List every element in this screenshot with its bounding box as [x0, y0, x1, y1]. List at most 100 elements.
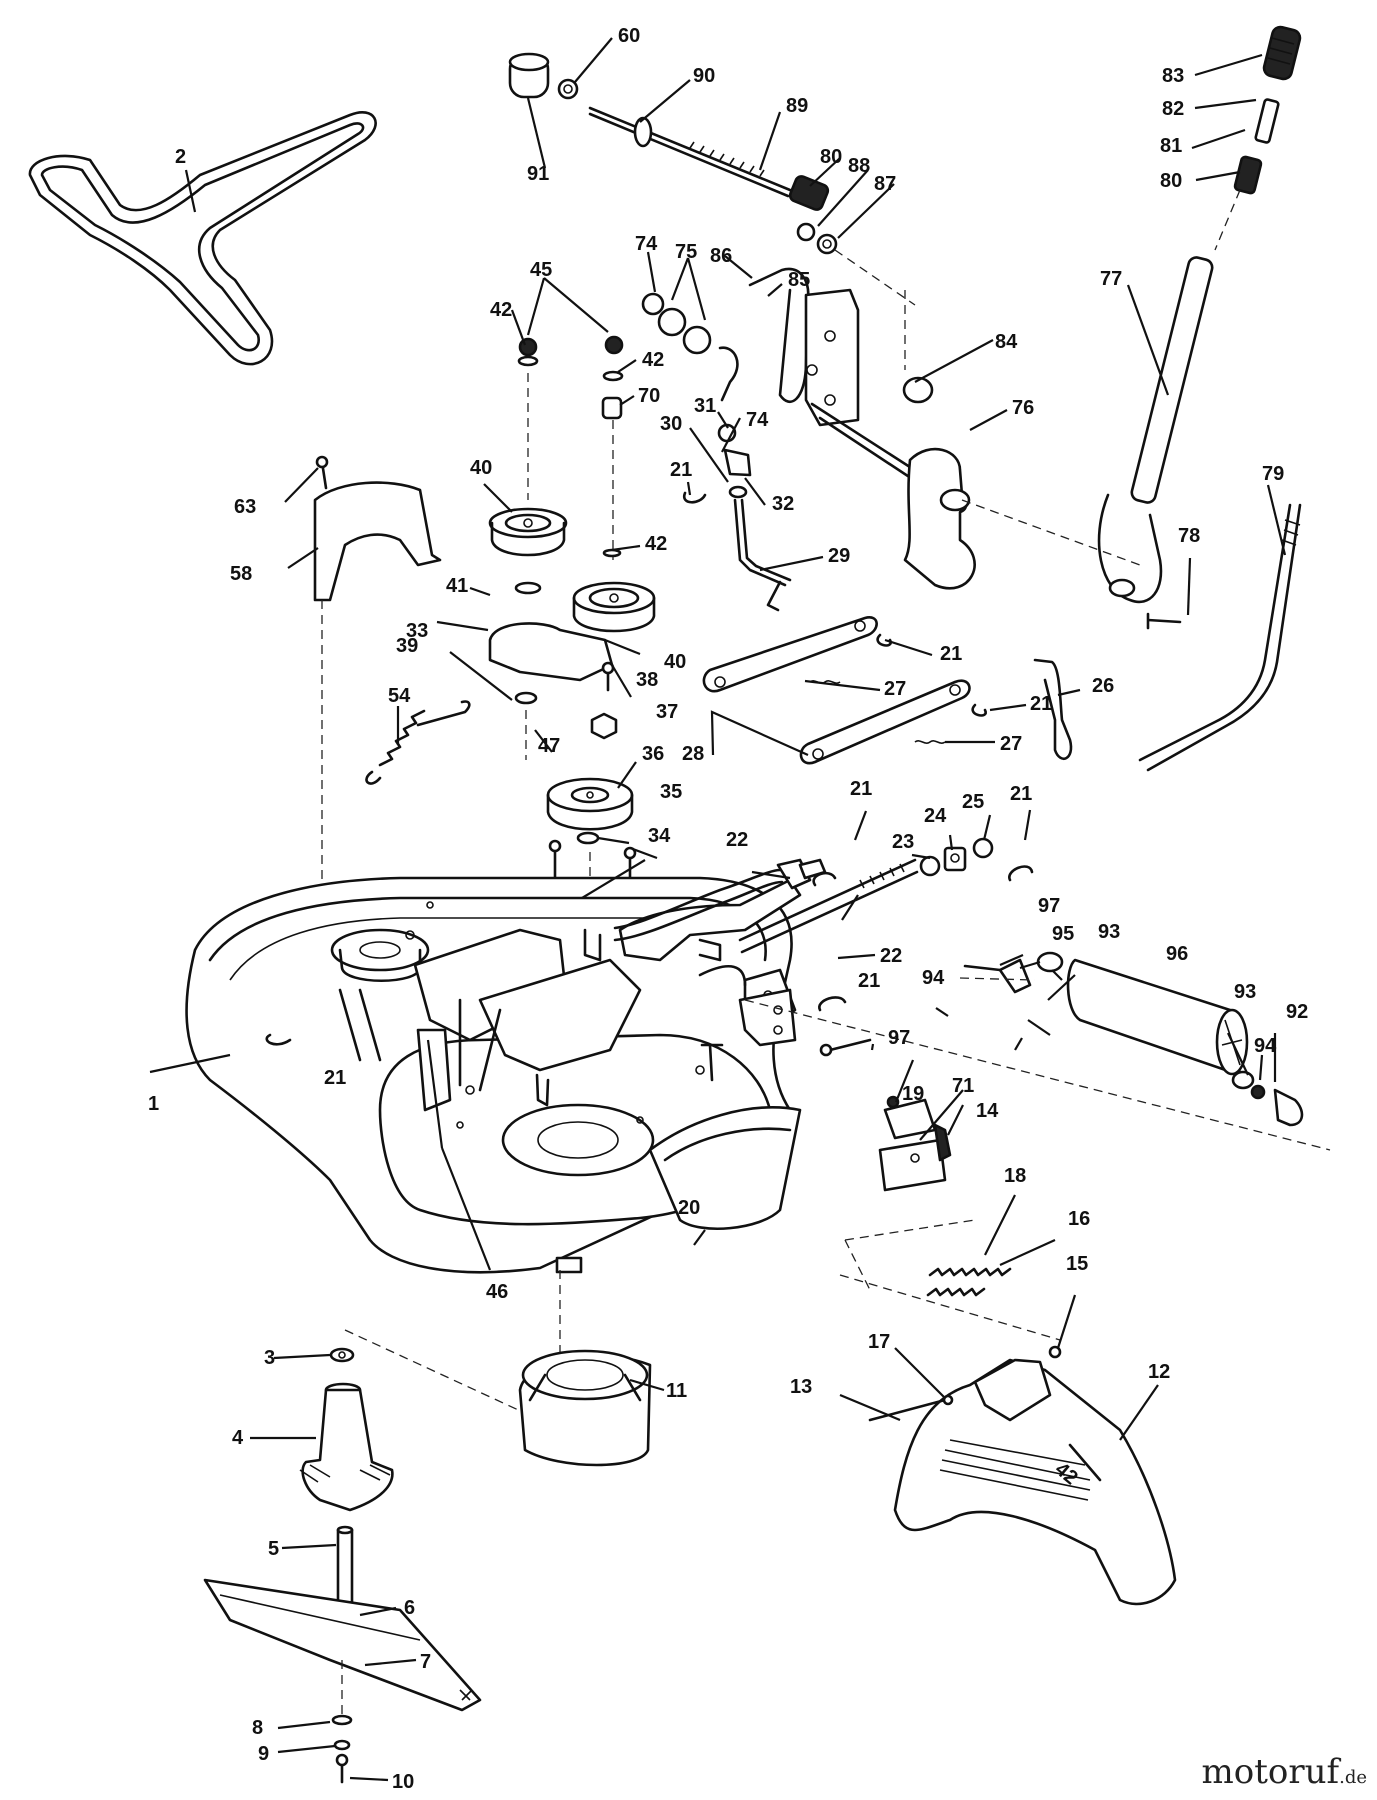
- label-24: 24: [924, 805, 947, 827]
- label-22b: 22: [880, 945, 902, 967]
- label-70: 70: [638, 385, 660, 407]
- label-22a: 22: [726, 829, 748, 851]
- label-21c: 21: [1030, 693, 1052, 715]
- label-92: 92: [1286, 1001, 1308, 1023]
- label-86: 86: [710, 245, 732, 267]
- label-30: 30: [660, 413, 682, 435]
- label-10: 10: [392, 1771, 414, 1793]
- label-26: 26: [1092, 675, 1114, 697]
- front-hitch-rods: [613, 837, 1331, 1151]
- label-32: 32: [772, 493, 794, 515]
- label-60: 60: [618, 25, 640, 47]
- push-rod: [1138, 503, 1302, 772]
- label-97a: 97: [1038, 895, 1060, 917]
- label-90: 90: [693, 65, 715, 87]
- label-21d: 21: [850, 778, 872, 800]
- label-41: 41: [446, 575, 468, 597]
- label-21g: 21: [324, 1067, 346, 1089]
- label-37: 37: [656, 701, 678, 723]
- label-78: 78: [1178, 525, 1200, 547]
- idler-pulley-assembly: [488, 335, 656, 760]
- label-40b: 40: [664, 651, 686, 673]
- label-97b: 97: [888, 1027, 910, 1049]
- label-74a: 74: [635, 233, 658, 255]
- label-12: 12: [1148, 1361, 1170, 1383]
- extension-spring: [365, 700, 471, 785]
- label-13: 13: [790, 1376, 812, 1398]
- label-94b: 94: [1254, 1035, 1277, 1057]
- label-46: 46: [486, 1281, 508, 1303]
- label-19: 19: [902, 1083, 924, 1105]
- label-76: 76: [1012, 397, 1034, 419]
- label-29: 29: [828, 545, 850, 567]
- label-58: 58: [230, 563, 252, 585]
- label-74b: 74: [746, 409, 769, 431]
- label-5: 5: [268, 1538, 279, 1560]
- part-number-labels: 2 60 90 91 89 80 88 87 83 82 81 80 74 75…: [148, 25, 1308, 1793]
- label-84: 84: [995, 331, 1018, 353]
- label-23: 23: [892, 831, 914, 853]
- label-21f: 21: [858, 970, 880, 992]
- label-39: 39: [396, 635, 418, 657]
- label-87: 87: [874, 173, 896, 195]
- label-14: 14: [976, 1100, 999, 1122]
- label-54: 54: [388, 685, 411, 707]
- lift-rod-linkage: [682, 423, 792, 612]
- label-6: 6: [404, 1597, 415, 1619]
- label-75: 75: [675, 241, 697, 263]
- label-2: 2: [175, 146, 186, 168]
- watermark: motoruf.de: [1202, 1752, 1367, 1792]
- lift-lever-assembly: [1097, 25, 1302, 630]
- label-33: 33: [406, 620, 428, 642]
- label-9: 9: [258, 1743, 269, 1765]
- label-40a: 40: [470, 457, 492, 479]
- label-85: 85: [788, 269, 810, 291]
- label-21a: 21: [670, 459, 692, 481]
- leader-lines: [149, 37, 1287, 1782]
- watermark-suffix: .de: [1339, 1767, 1367, 1788]
- label-16: 16: [1068, 1208, 1090, 1230]
- label-93b: 93: [1234, 981, 1256, 1003]
- height-adjust-knob-assembly: [508, 52, 838, 255]
- spindle-and-blade: [203, 1347, 482, 1784]
- label-27a: 27: [884, 678, 906, 700]
- label-36: 36: [642, 743, 664, 765]
- label-71: 71: [952, 1075, 974, 1097]
- label-7: 7: [420, 1651, 431, 1673]
- label-21b: 21: [940, 643, 962, 665]
- label-79: 79: [1262, 463, 1284, 485]
- label-88: 88: [848, 155, 870, 177]
- label-45: 45: [530, 259, 552, 281]
- label-95: 95: [1052, 923, 1074, 945]
- label-21e: 21: [1010, 783, 1032, 805]
- label-47: 47: [538, 735, 560, 757]
- label-8: 8: [252, 1717, 263, 1739]
- label-89: 89: [786, 95, 808, 117]
- label-25: 25: [962, 791, 984, 813]
- label-17: 17: [868, 1331, 890, 1353]
- label-77: 77: [1100, 268, 1122, 290]
- deflector-bracket: [839, 1095, 1062, 1359]
- label-31: 31: [694, 395, 716, 417]
- label-42a: 42: [490, 299, 512, 321]
- label-80a: 80: [820, 146, 842, 168]
- label-80b: 80: [1160, 170, 1182, 192]
- label-38: 38: [636, 669, 658, 691]
- label-34: 34: [648, 825, 671, 847]
- label-15: 15: [1066, 1253, 1088, 1275]
- belt-guard: [313, 455, 442, 1030]
- label-42c: 42: [645, 533, 667, 555]
- label-28: 28: [682, 743, 704, 765]
- label-18: 18: [1004, 1165, 1026, 1187]
- drive-belt: [28, 111, 377, 366]
- spindle-housing: [518, 1349, 652, 1467]
- label-63: 63: [234, 496, 256, 518]
- label-11: 11: [666, 1380, 687, 1402]
- label-91: 91: [527, 163, 549, 185]
- label-83: 83: [1162, 65, 1184, 87]
- label-81: 81: [1160, 135, 1182, 157]
- label-3: 3: [264, 1347, 275, 1369]
- label-4: 4: [232, 1427, 244, 1449]
- lift-shaft-bracket: [641, 249, 1141, 590]
